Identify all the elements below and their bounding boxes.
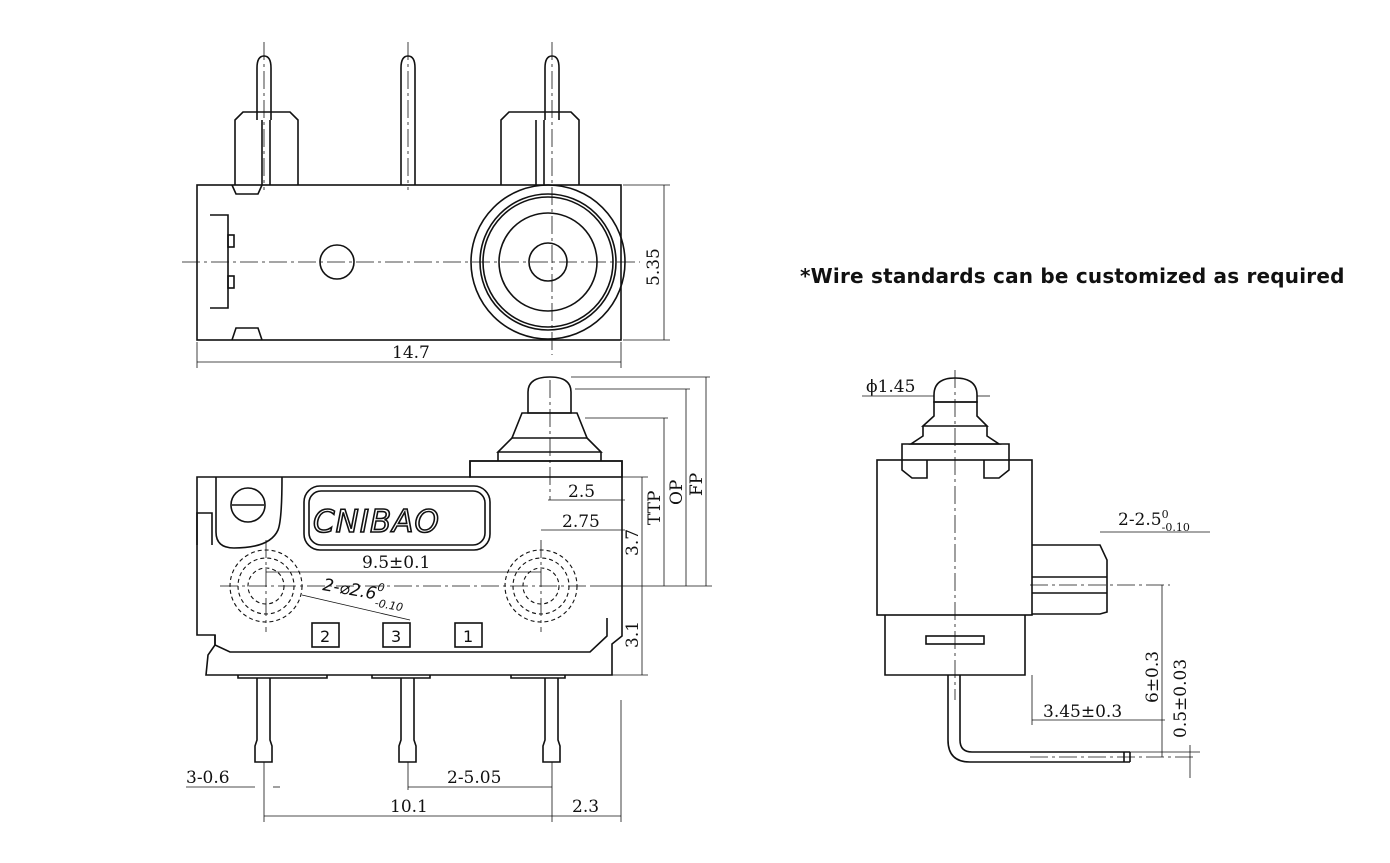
dim-2-3: 2.3	[572, 797, 599, 817]
top-view: 14.7 5.35	[182, 42, 670, 368]
dim-pin-pitch: 2-5.05	[447, 768, 501, 788]
dim-side-lever: 2-2.50-0.10	[1118, 508, 1190, 534]
dim-ttp: TTP	[645, 491, 665, 525]
dim-holes: 2-⌀2.60-0.10	[320, 571, 406, 614]
dim-3-1: 3.1	[623, 621, 643, 648]
dim-2-75: 2.75	[562, 512, 600, 532]
dim-3-7: 3.7	[623, 529, 643, 556]
dim-top-height: 5.35	[644, 248, 664, 286]
dim-2-5: 2.5	[568, 482, 595, 502]
dim-pin-width: 3-0.6	[186, 768, 230, 788]
terminal-label-3: 3	[391, 627, 401, 646]
dim-top-width: 14.7	[392, 343, 430, 363]
dim-plunger-dia: ϕ1.45	[866, 377, 915, 397]
dim-op: OP	[667, 480, 687, 505]
dim-fp: FP	[687, 473, 707, 496]
dim-0-5: 0.5±0.03	[1171, 659, 1191, 738]
front-view: CNIBAO 2 3 1	[186, 376, 712, 822]
dim-6: 6±0.3	[1143, 651, 1163, 703]
brand-logo-text: CNIBAO	[313, 504, 440, 540]
wire-standards-note: *Wire standards can be customized as req…	[800, 264, 1345, 288]
terminal-label-2: 2	[320, 627, 330, 646]
terminal-label-1: 1	[463, 627, 473, 646]
dim-3-45: 3.45±0.3	[1043, 702, 1122, 722]
dim-pitch: 9.5±0.1	[362, 553, 430, 573]
side-view: ϕ1.45 2-2.50-0.10 3.45±0.3 6±0.3 0.5±0.0…	[862, 370, 1210, 778]
dim-span: 10.1	[390, 797, 428, 817]
